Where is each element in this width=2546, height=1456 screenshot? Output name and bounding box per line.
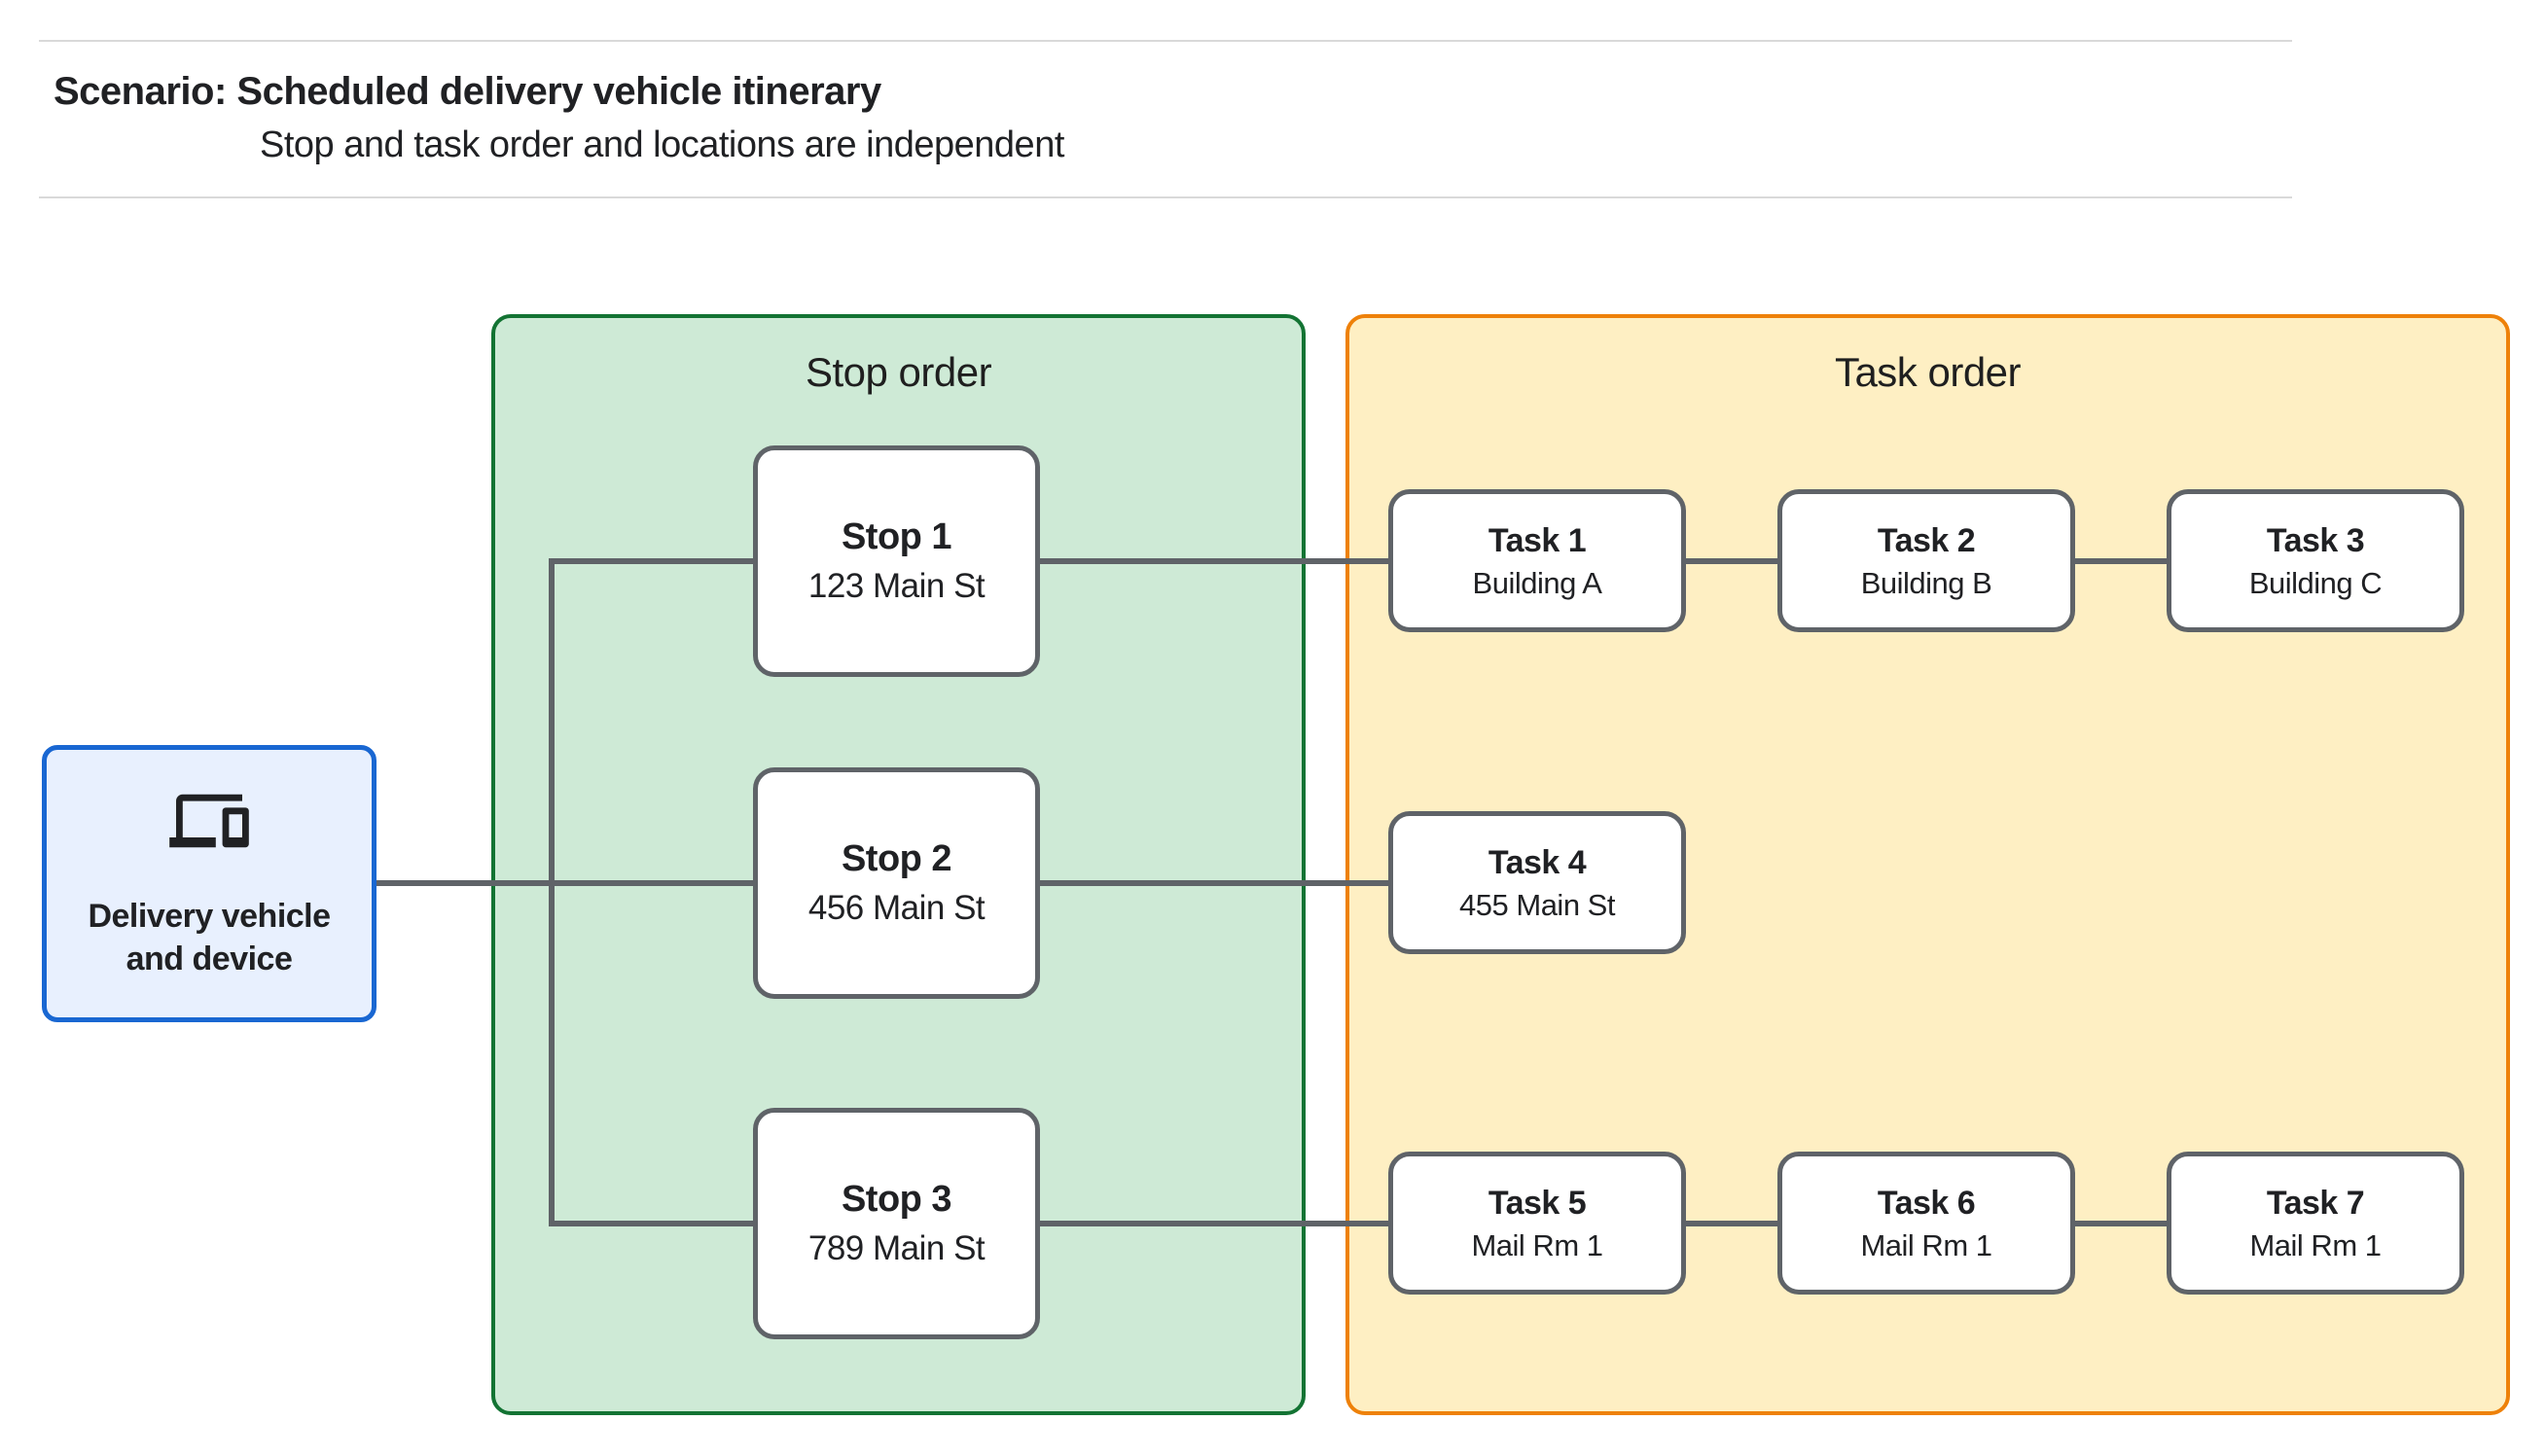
connector-task2-task3 bbox=[2075, 558, 2167, 564]
task-node-1: Task 1 Building A bbox=[1388, 489, 1686, 632]
connector-task1-task2 bbox=[1686, 558, 1777, 564]
task-node-6: Task 6 Mail Rm 1 bbox=[1777, 1152, 2075, 1295]
devices-icon bbox=[169, 794, 249, 847]
stop-node-1: Stop 1 123 Main St bbox=[753, 445, 1040, 677]
connector-stop3-task5 bbox=[1040, 1221, 1388, 1226]
connector-stop1-task1 bbox=[1040, 558, 1388, 564]
task-node-3: Task 3 Building C bbox=[2167, 489, 2464, 632]
divider-bottom bbox=[39, 196, 2292, 198]
page-title: Scenario: Scheduled delivery vehicle iti… bbox=[54, 68, 881, 115]
task-node-5: Task 5 Mail Rm 1 bbox=[1388, 1152, 1686, 1295]
connector-branch-stop1 bbox=[549, 558, 753, 564]
page-subtitle: Stop and task order and locations are in… bbox=[260, 124, 1064, 165]
task-node-4: Task 4 455 Main St bbox=[1388, 811, 1686, 954]
connector-task5-task6 bbox=[1686, 1221, 1777, 1226]
connector-stop2-task4 bbox=[1040, 880, 1388, 886]
page-title-prefix: Scenario: bbox=[54, 70, 227, 113]
panel-task-order-title: Task order bbox=[1834, 349, 2022, 395]
task-node-2: Task 2 Building B bbox=[1777, 489, 2075, 632]
stop-node-2: Stop 2 456 Main St bbox=[753, 767, 1040, 999]
panel-stop-order-title: Stop order bbox=[805, 349, 992, 395]
divider-top bbox=[39, 40, 2292, 42]
connector-task6-task7 bbox=[2075, 1221, 2167, 1226]
connector-stop-trunk bbox=[549, 558, 555, 1226]
task-node-7: Task 7 Mail Rm 1 bbox=[2167, 1152, 2464, 1295]
connector-branch-stop3 bbox=[549, 1221, 753, 1226]
page-title-main: Scheduled delivery vehicle itinerary bbox=[226, 70, 881, 113]
connector-vehicle-to-stops bbox=[375, 880, 753, 886]
stop-node-3: Stop 3 789 Main St bbox=[753, 1108, 1040, 1339]
